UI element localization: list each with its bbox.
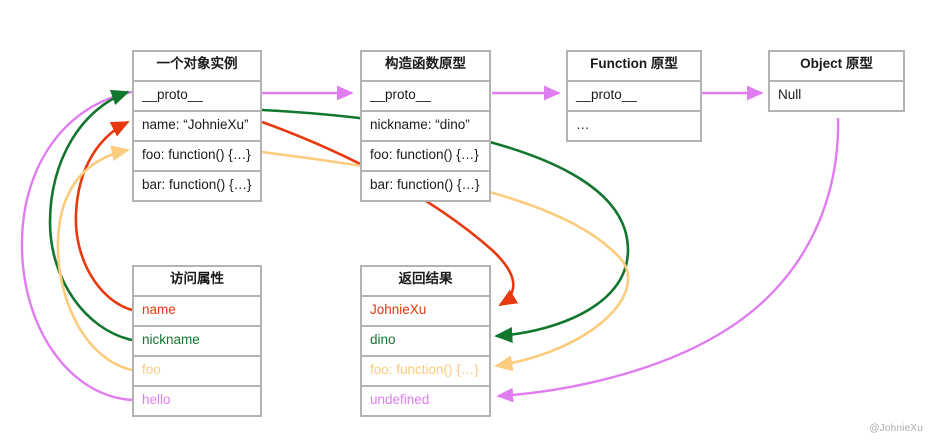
box-instance-row-name: name: “JohnieXu” <box>134 110 260 140</box>
box-constructor-prototype-title: 构造函数原型 <box>385 56 466 71</box>
box-instance-title: 一个对象实例 <box>156 56 238 71</box>
watermark: @JohnieXu <box>869 423 923 434</box>
box-constructor-prototype-row-nickname: nickname: “dino” <box>362 110 489 140</box>
box-constructor-prototype: 构造函数原型 __proto__ nickname: “dino” foo: f… <box>360 50 491 202</box>
box-function-prototype: Function 原型 __proto__ … <box>566 50 702 142</box>
box-access-property-row-name: name <box>134 295 260 325</box>
box-return-result-row-dino: dino <box>362 325 489 355</box>
box-return-result-row-foo: foo: function() {…} <box>362 355 489 385</box>
box-object-prototype-row-null: Null <box>770 80 903 110</box>
connector-access-hello-to-left-loop <box>20 90 133 402</box>
box-object-prototype-title: Object 原型 <box>800 56 873 71</box>
box-function-prototype-row-proto: __proto__ <box>568 80 700 110</box>
box-instance-row-proto: __proto__ <box>134 80 260 110</box>
box-instance: 一个对象实例 __proto__ name: “JohnieXu” foo: f… <box>132 50 262 202</box>
box-constructor-prototype-row-proto: __proto__ <box>362 80 489 110</box>
box-object-prototype: Object 原型 Null <box>768 50 905 112</box>
box-access-property-row-hello: hello <box>134 385 260 415</box>
box-return-result-title: 返回结果 <box>398 271 453 286</box>
box-access-property: 访问属性 name nickname foo hello <box>132 265 262 417</box>
box-return-result-row-johniexu: JohnieXu <box>362 295 489 325</box>
box-return-result-row-undefined: undefined <box>362 385 489 415</box>
connector-access-foo-to-instance-foo <box>56 145 133 372</box>
connector-object-prototype-to-return-undefined <box>496 117 840 403</box>
box-instance-row-foo: foo: function() {…} <box>134 140 260 170</box>
box-instance-row-bar: bar: function() {…} <box>134 170 260 200</box>
box-return-result: 返回结果 JohnieXu dino foo: function() {…} u… <box>360 265 491 417</box>
connector-access-name-to-instance-name <box>74 120 133 312</box>
box-function-prototype-title: Function 原型 <box>590 56 678 71</box>
box-function-prototype-row-ellipsis: … <box>568 110 700 140</box>
box-access-property-row-foo: foo <box>134 355 260 385</box>
box-constructor-prototype-row-bar: bar: function() {…} <box>362 170 489 200</box>
box-constructor-prototype-row-foo: foo: function() {…} <box>362 140 489 170</box>
box-access-property-row-nickname: nickname <box>134 325 260 355</box>
box-access-property-title: 访问属性 <box>170 271 224 286</box>
connector-access-nickname-to-instance-proto <box>48 89 133 342</box>
